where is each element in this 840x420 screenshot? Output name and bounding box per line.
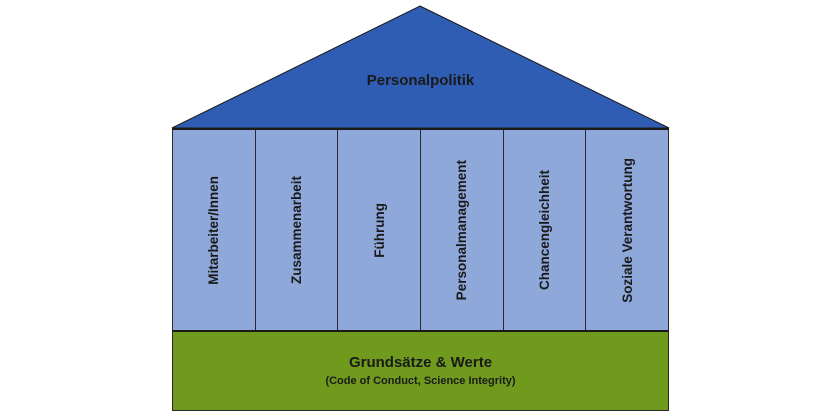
- pillar-fuehrung: Führung: [338, 130, 422, 330]
- pillar-label: Mitarbeiter/Innen: [206, 175, 222, 285]
- roof-label: Personalpolitik: [366, 72, 475, 89]
- pillar-personalmanagement: Personalmanagement: [421, 130, 504, 330]
- pillar-label: Zusammenarbeit: [289, 175, 304, 285]
- foundation-title: Grundsätze & Werte: [348, 354, 493, 371]
- pillar-label: Personalmanagement: [454, 159, 470, 301]
- pillar-zusammenarbeit: Zusammenarbeit: [255, 130, 339, 330]
- pillar-label: Soziale Verantwortung: [619, 157, 635, 303]
- foundation: Grundsätze & Werte (Code of Conduct, Sci…: [172, 330, 669, 411]
- pillar-soziale-verantwortung: Soziale Verantwortung: [586, 130, 670, 330]
- pillar-chancengleichheit: Chancengleichheit: [503, 130, 587, 330]
- foundation-subtitle: (Code of Conduct, Science Integrity): [325, 375, 516, 387]
- roof-triangle: [171, 5, 670, 129]
- pillar-label: Führung: [371, 202, 387, 258]
- pillar-mitarbeiter: Mitarbeiter/Innen: [173, 130, 256, 330]
- pillars: Mitarbeiter/Innen Zusammenarbeit Führung…: [172, 128, 670, 330]
- pillar-label: Chancengleichheit: [537, 169, 553, 291]
